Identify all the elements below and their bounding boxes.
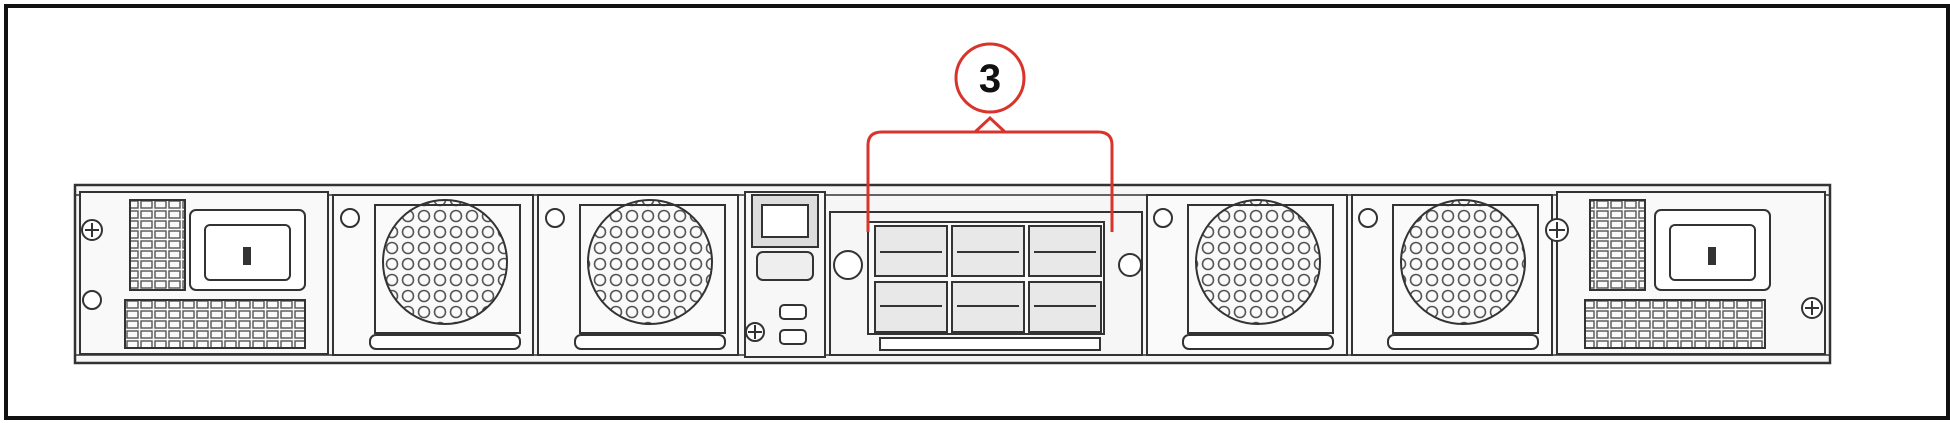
fan-module <box>332 194 534 356</box>
usb-port <box>779 304 807 320</box>
screw-icon <box>1153 208 1173 228</box>
callout-bracket <box>866 130 1114 232</box>
fan-module <box>537 194 739 356</box>
screw-icon <box>340 208 360 228</box>
callout-3: 3 <box>866 42 1114 232</box>
callout-label: 3 <box>979 57 1001 101</box>
uplink-port-module <box>829 211 1143 356</box>
sfp-port-grid <box>874 225 1102 333</box>
usb-port <box>779 329 807 345</box>
screw-icon <box>545 208 565 228</box>
callout-badge <box>954 42 1026 114</box>
figure-border <box>4 4 1950 420</box>
console-port <box>756 251 814 281</box>
screw-icon <box>1358 208 1378 228</box>
power-supply-right <box>1545 191 1826 355</box>
fan-module <box>1351 194 1553 356</box>
power-supply-left <box>79 191 355 355</box>
management-ports <box>744 191 826 358</box>
fan-module <box>1146 194 1348 356</box>
screw-icon <box>1118 253 1142 277</box>
screw-icon <box>833 250 863 280</box>
screw-icon <box>82 290 102 310</box>
